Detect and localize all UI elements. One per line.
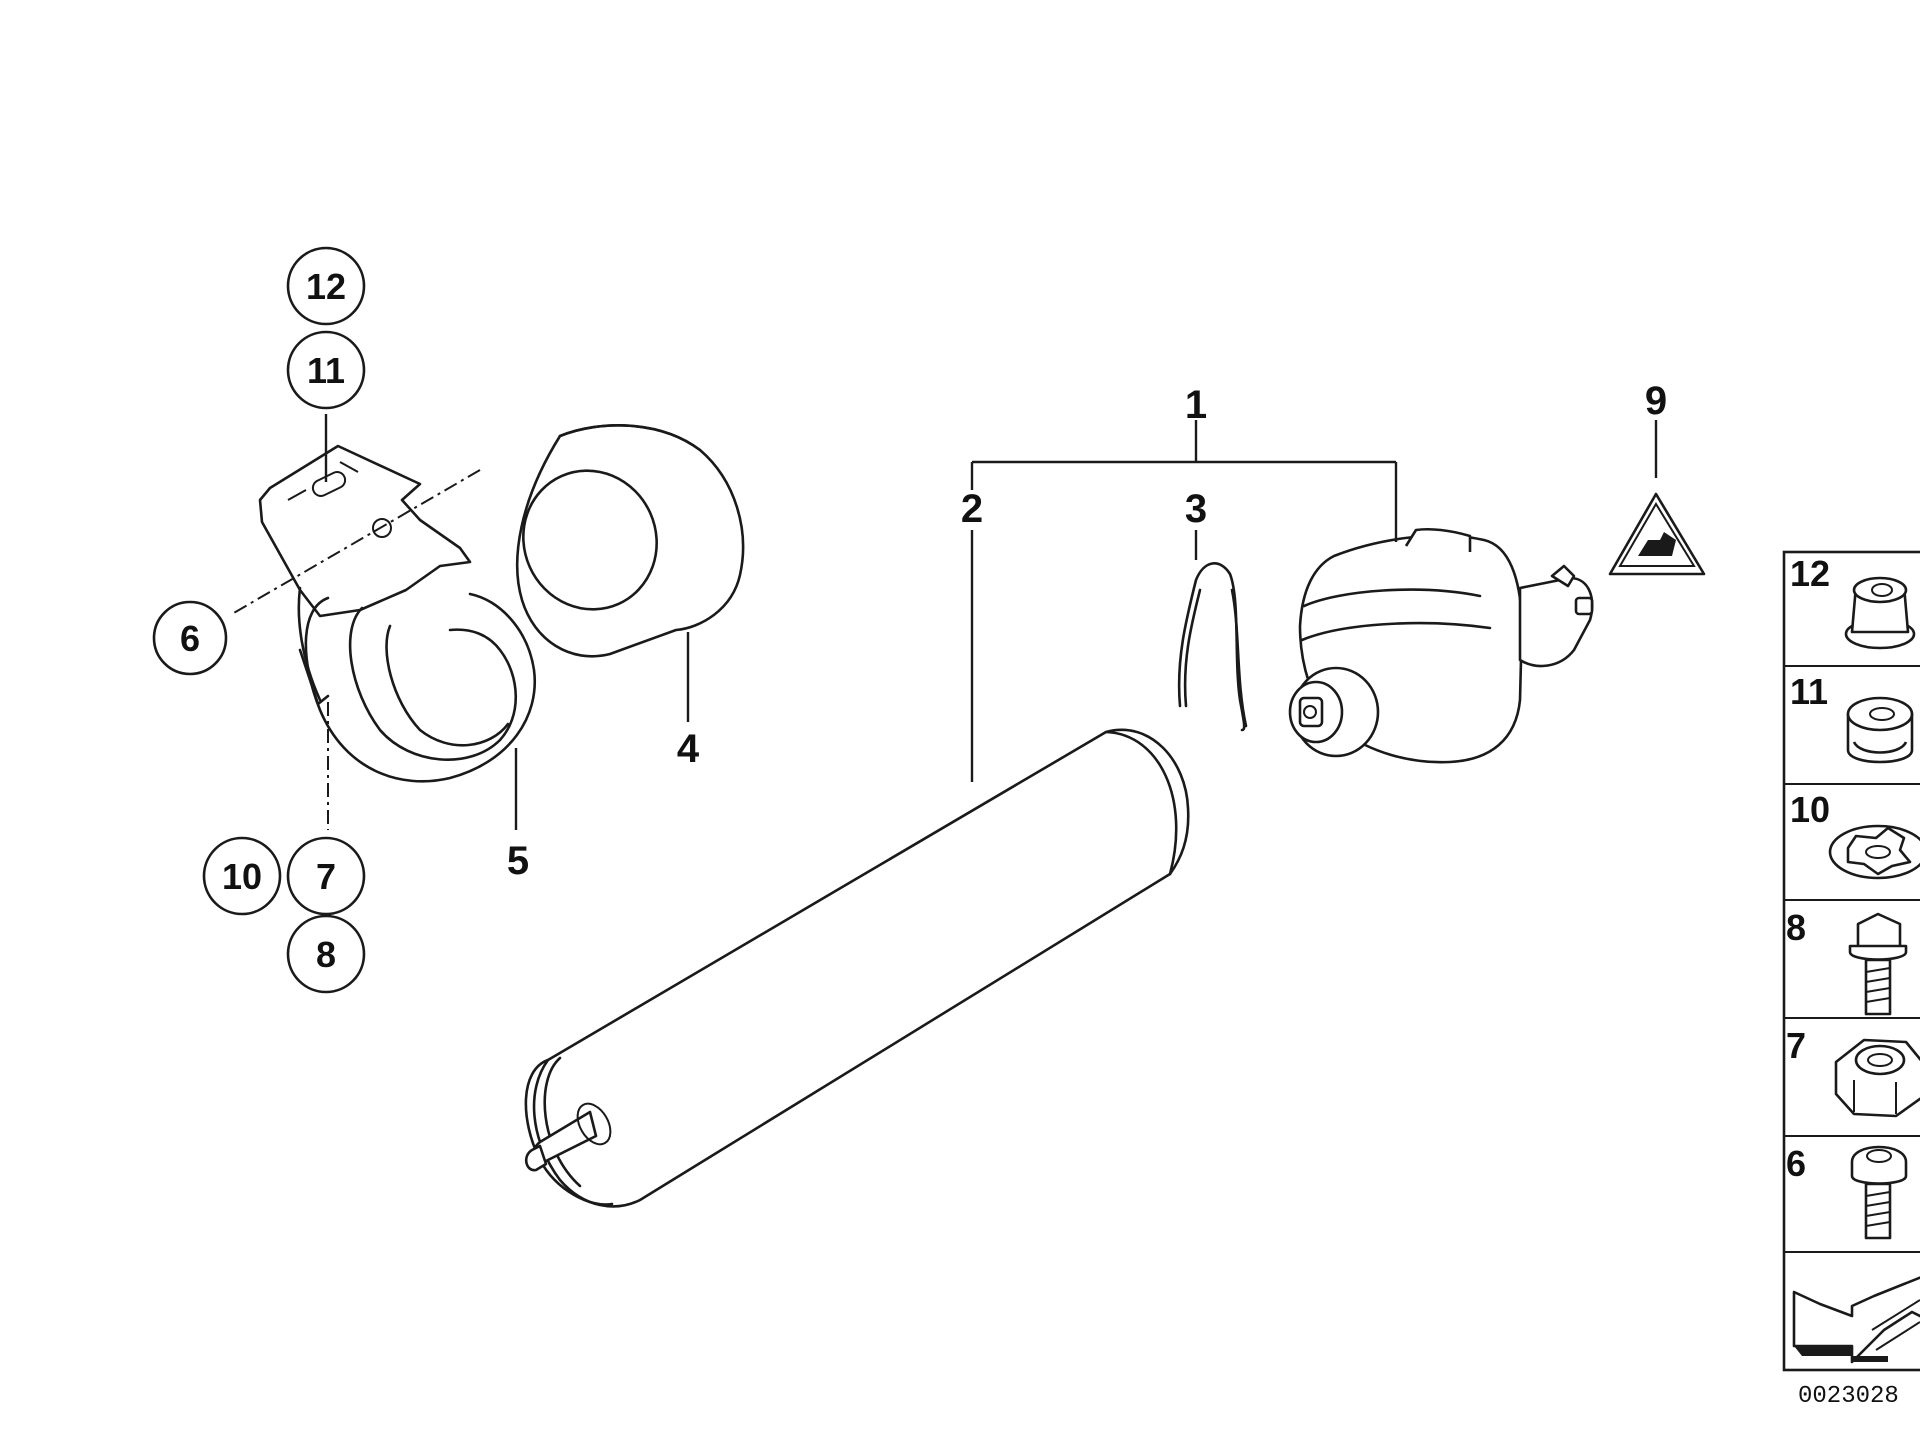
legend-label-6: 6 — [1786, 1143, 1806, 1184]
clip-nut-icon — [1828, 824, 1920, 880]
callout-6-circle: 6 — [152, 600, 228, 676]
parts-legend-panel: 12 11 10 8 7 6 — [1782, 550, 1920, 1372]
fuel-filter — [524, 728, 1190, 1208]
callout-11: 11 — [307, 350, 345, 391]
callout-3: 3 — [1185, 487, 1207, 531]
callout-12-circle: 12 — [286, 246, 366, 326]
callout-9: 9 — [1645, 379, 1667, 423]
callout-10-circle: 10 — [202, 836, 282, 916]
callout-1: 1 — [1185, 383, 1207, 427]
direction-arrow-icon — [1792, 1276, 1920, 1364]
callout-12: 12 — [306, 266, 346, 307]
callout-7: 7 — [316, 856, 336, 897]
legend-label-12: 12 — [1790, 553, 1830, 594]
reference-number: 0023028 — [1798, 1383, 1899, 1410]
retaining-clip — [1177, 562, 1246, 732]
flange-nut-icon — [1844, 576, 1916, 650]
hex-bolt-icon — [1848, 912, 1908, 1016]
legend-label-7: 7 — [1786, 1025, 1806, 1066]
callout-11-circle: 11 — [286, 330, 366, 410]
rubber-sleeve — [515, 424, 745, 658]
pressure-regulator — [1288, 527, 1594, 764]
torx-screw-icon — [1850, 1145, 1908, 1240]
bracket-axis — [231, 469, 481, 615]
warning-triangle-icon — [1608, 492, 1706, 576]
legend-label-8: 8 — [1786, 907, 1806, 948]
callout-6: 6 — [180, 618, 200, 659]
clamp-bracket — [258, 444, 537, 783]
callout-10: 10 — [222, 856, 262, 897]
callout-7-circle: 7 — [286, 836, 366, 916]
callout-8: 8 — [316, 934, 336, 975]
leader-group-1 — [970, 420, 1658, 782]
hex-nut-icon — [1834, 1038, 1920, 1118]
legend-label-10: 10 — [1790, 789, 1830, 830]
legend-label-11: 11 — [1790, 671, 1828, 712]
callout-5: 5 — [507, 839, 529, 883]
callout-4: 4 — [677, 727, 700, 771]
callout-8-circle: 8 — [286, 914, 366, 994]
callout-2: 2 — [961, 487, 983, 531]
rubber-bushing-icon — [1846, 696, 1914, 764]
